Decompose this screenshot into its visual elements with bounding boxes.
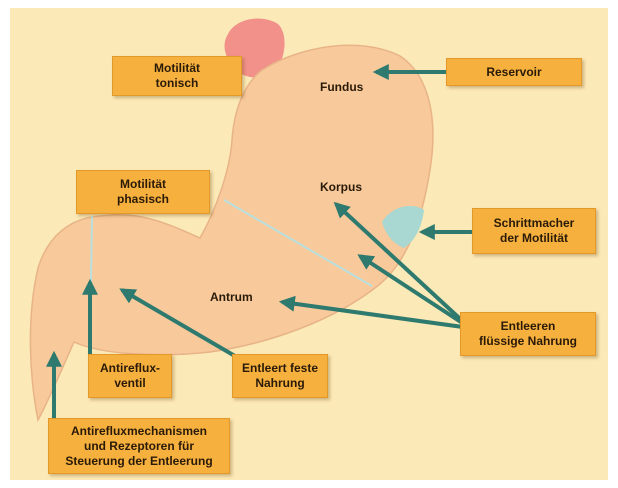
label-antirefluxmechanismen: Antirefluxmechanismen und Rezeptoren für… [48,418,230,474]
label-schrittmacher: Schrittmacher der Motilität [472,208,596,254]
label-reservoir: Reservoir [446,58,582,86]
stomach-shape [29,44,434,423]
label-motilitaet-tonisch: Motilität tonisch [112,56,242,96]
label-entleeren-fluessig: Entleeren flüssige Nahrung [460,312,596,356]
label-motilitaet-phasisch: Motilität phasisch [76,170,210,214]
arrow-fluessig-korpus [333,201,472,330]
arrow-fluessig-antrum [278,295,471,330]
region-antrum: Antrum [210,290,253,304]
korpus-antrum-divider [223,199,373,287]
arrow-fluessig-bottom [357,254,472,330]
label-entleert-feste: Entleert feste Nahrung [232,354,328,398]
region-korpus: Korpus [320,180,362,194]
region-fundus: Fundus [320,80,364,94]
label-antireflux-ventil: Antireflux- ventil [88,354,172,398]
pacemaker-region [382,206,424,248]
arrow-feste-nahrung [119,288,254,368]
